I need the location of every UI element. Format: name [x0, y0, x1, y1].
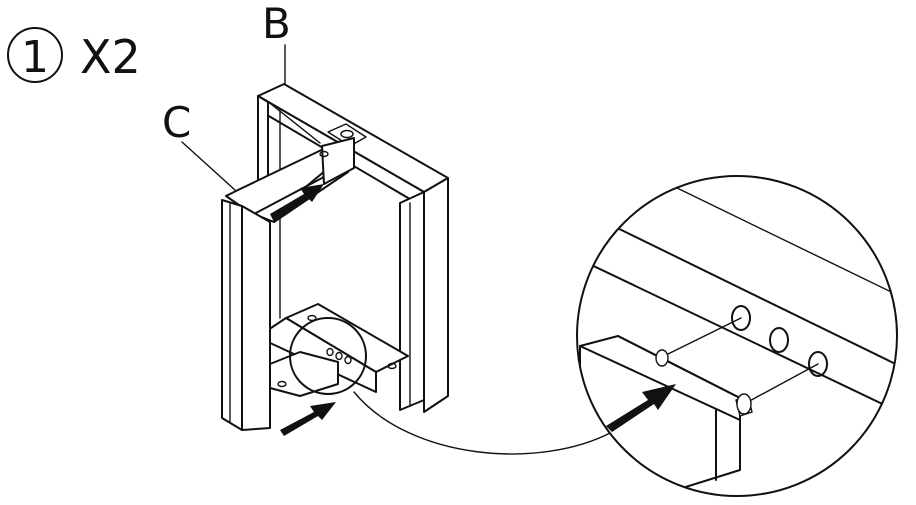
detail-view: [576, 175, 898, 497]
step-number-circle: [7, 27, 63, 83]
leader-c: [181, 141, 236, 191]
callout-curve: [353, 391, 613, 455]
detail-dowel-hole: [808, 351, 828, 377]
step-quantity: X2: [80, 30, 141, 84]
part-label-b: B: [262, 0, 291, 91]
detail-block-edge: [579, 345, 741, 421]
screw-hole: [277, 380, 287, 388]
guide-line: [743, 363, 819, 405]
detail-rail-edge: [577, 249, 897, 421]
insert-arrow-icon: [270, 184, 324, 222]
front-left-leg-face: [221, 199, 243, 431]
insert-arrow-icon: [606, 384, 676, 432]
detail-block-edge: [617, 335, 741, 399]
label-c: C: [162, 98, 191, 147]
step-number: 1: [21, 32, 49, 83]
magnifier-circle-icon: [289, 317, 367, 395]
lower-front-rail: [269, 351, 339, 397]
frame-assembly: [221, 83, 449, 436]
guide-line: [667, 317, 742, 355]
rail-edge: [265, 99, 321, 144]
detail-rail-edge: [639, 176, 897, 305]
detail-circle-outline: [576, 175, 898, 497]
detail-hole: [671, 176, 689, 185]
dowel-hole: [335, 351, 343, 361]
dowel-pin-icon: [735, 393, 753, 417]
detail-dowel-hole: [769, 327, 789, 353]
label-b: B: [262, 0, 291, 48]
front-left-leg-side: [241, 205, 271, 431]
screw-hole: [387, 362, 397, 370]
front-top-rail-face: [321, 137, 355, 185]
dowel-hole: [326, 347, 334, 357]
screw-hole: [319, 150, 329, 158]
step-header: 1 X2: [7, 27, 141, 84]
right-leg-front: [399, 191, 425, 411]
dowel-pin-icon: [655, 349, 669, 367]
detail-dowel-hole: [731, 305, 751, 331]
dowel-hole: [344, 355, 352, 365]
notch-hole: [340, 129, 354, 139]
right-leg-side: [423, 177, 449, 413]
detail-hole: [809, 184, 831, 196]
insert-arrow-icon: [280, 402, 336, 436]
part-label-c: C: [162, 98, 236, 191]
